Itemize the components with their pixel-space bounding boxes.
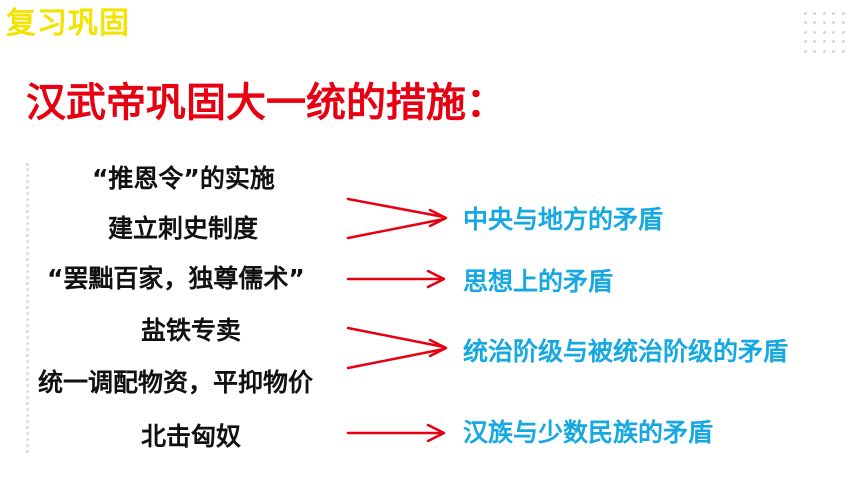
arrow-line	[346, 217, 446, 240]
arrowhead	[426, 269, 446, 289]
result-item-2: 思想上的矛盾	[463, 267, 614, 296]
measure-item-5: 统一调配物资，平抑物价	[38, 368, 314, 397]
arrowhead	[428, 208, 448, 228]
result-item-4: 汉族与少数民族的矛盾	[463, 418, 714, 447]
arrow-line	[346, 347, 446, 370]
arrowhead	[426, 423, 446, 443]
measure-item-3: “罢黜百家，独尊儒术”	[47, 264, 305, 293]
measure-item-2: 建立刺史制度	[108, 214, 259, 243]
arrow-line	[346, 326, 446, 349]
result-item-1: 中央与地方的矛盾	[463, 205, 664, 234]
decorative-dotted-line	[26, 163, 29, 453]
result-item-3: 统治阶级与被统治阶级的矛盾	[463, 337, 789, 366]
decorative-dot-grid	[804, 12, 848, 56]
measure-item-4: 盐铁专卖	[141, 316, 242, 345]
corner-title: 复习巩固	[6, 6, 130, 41]
measure-item-1: “推恩令”的实施	[92, 164, 275, 193]
measure-item-6: 北击匈奴	[141, 422, 242, 451]
arrowhead	[428, 338, 448, 358]
page-heading: 汉武帝巩固大一统的措施：	[26, 80, 506, 126]
arrow-line	[346, 197, 446, 219]
